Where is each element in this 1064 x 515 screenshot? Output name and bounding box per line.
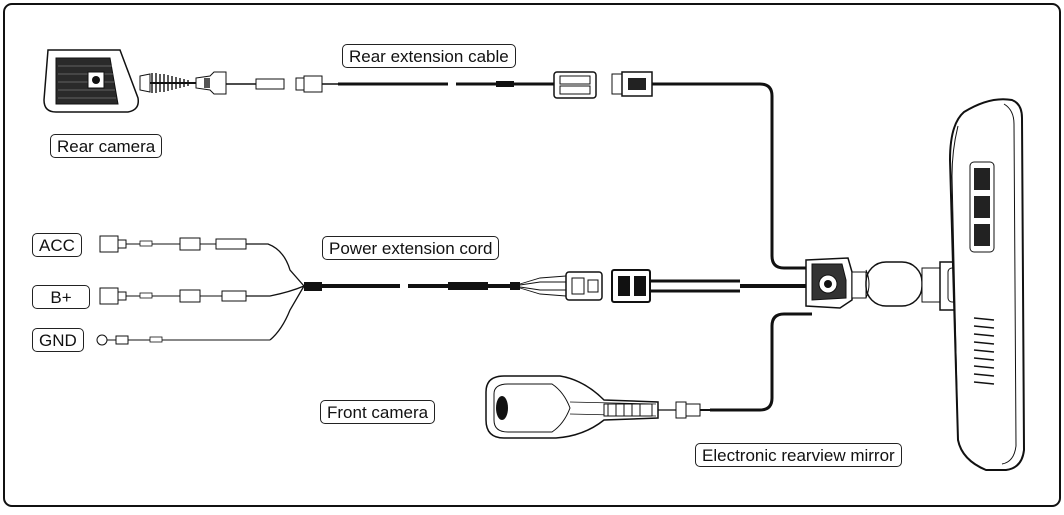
rear-extension-cable-drawing xyxy=(295,71,653,99)
label-rear-camera: Rear camera xyxy=(50,134,163,158)
label-electronic-rearview-mirror: Electronic rearview mirror xyxy=(695,443,902,467)
label-b-plus: B+ xyxy=(32,285,90,309)
label-gnd: GND xyxy=(32,328,84,352)
b-plus-wire xyxy=(99,285,305,305)
rear-cable-route xyxy=(652,82,812,270)
label-acc: ACC xyxy=(32,233,82,257)
label-front-camera: Front camera xyxy=(320,400,436,424)
gnd-wire xyxy=(96,285,305,346)
electronic-rearview-mirror-device xyxy=(805,98,1026,471)
label-power-extension-cord: Power extension cord xyxy=(322,236,500,260)
rear-camera-device xyxy=(43,49,227,113)
rear-camera-connector xyxy=(255,78,285,90)
front-cable-route xyxy=(710,312,812,412)
acc-wire xyxy=(99,235,305,287)
diagram-frame xyxy=(3,3,1061,507)
front-camera-device xyxy=(485,375,710,439)
power-extension-cord-drawing xyxy=(304,269,812,303)
label-rear-extension-cable: Rear extension cable xyxy=(342,44,516,68)
